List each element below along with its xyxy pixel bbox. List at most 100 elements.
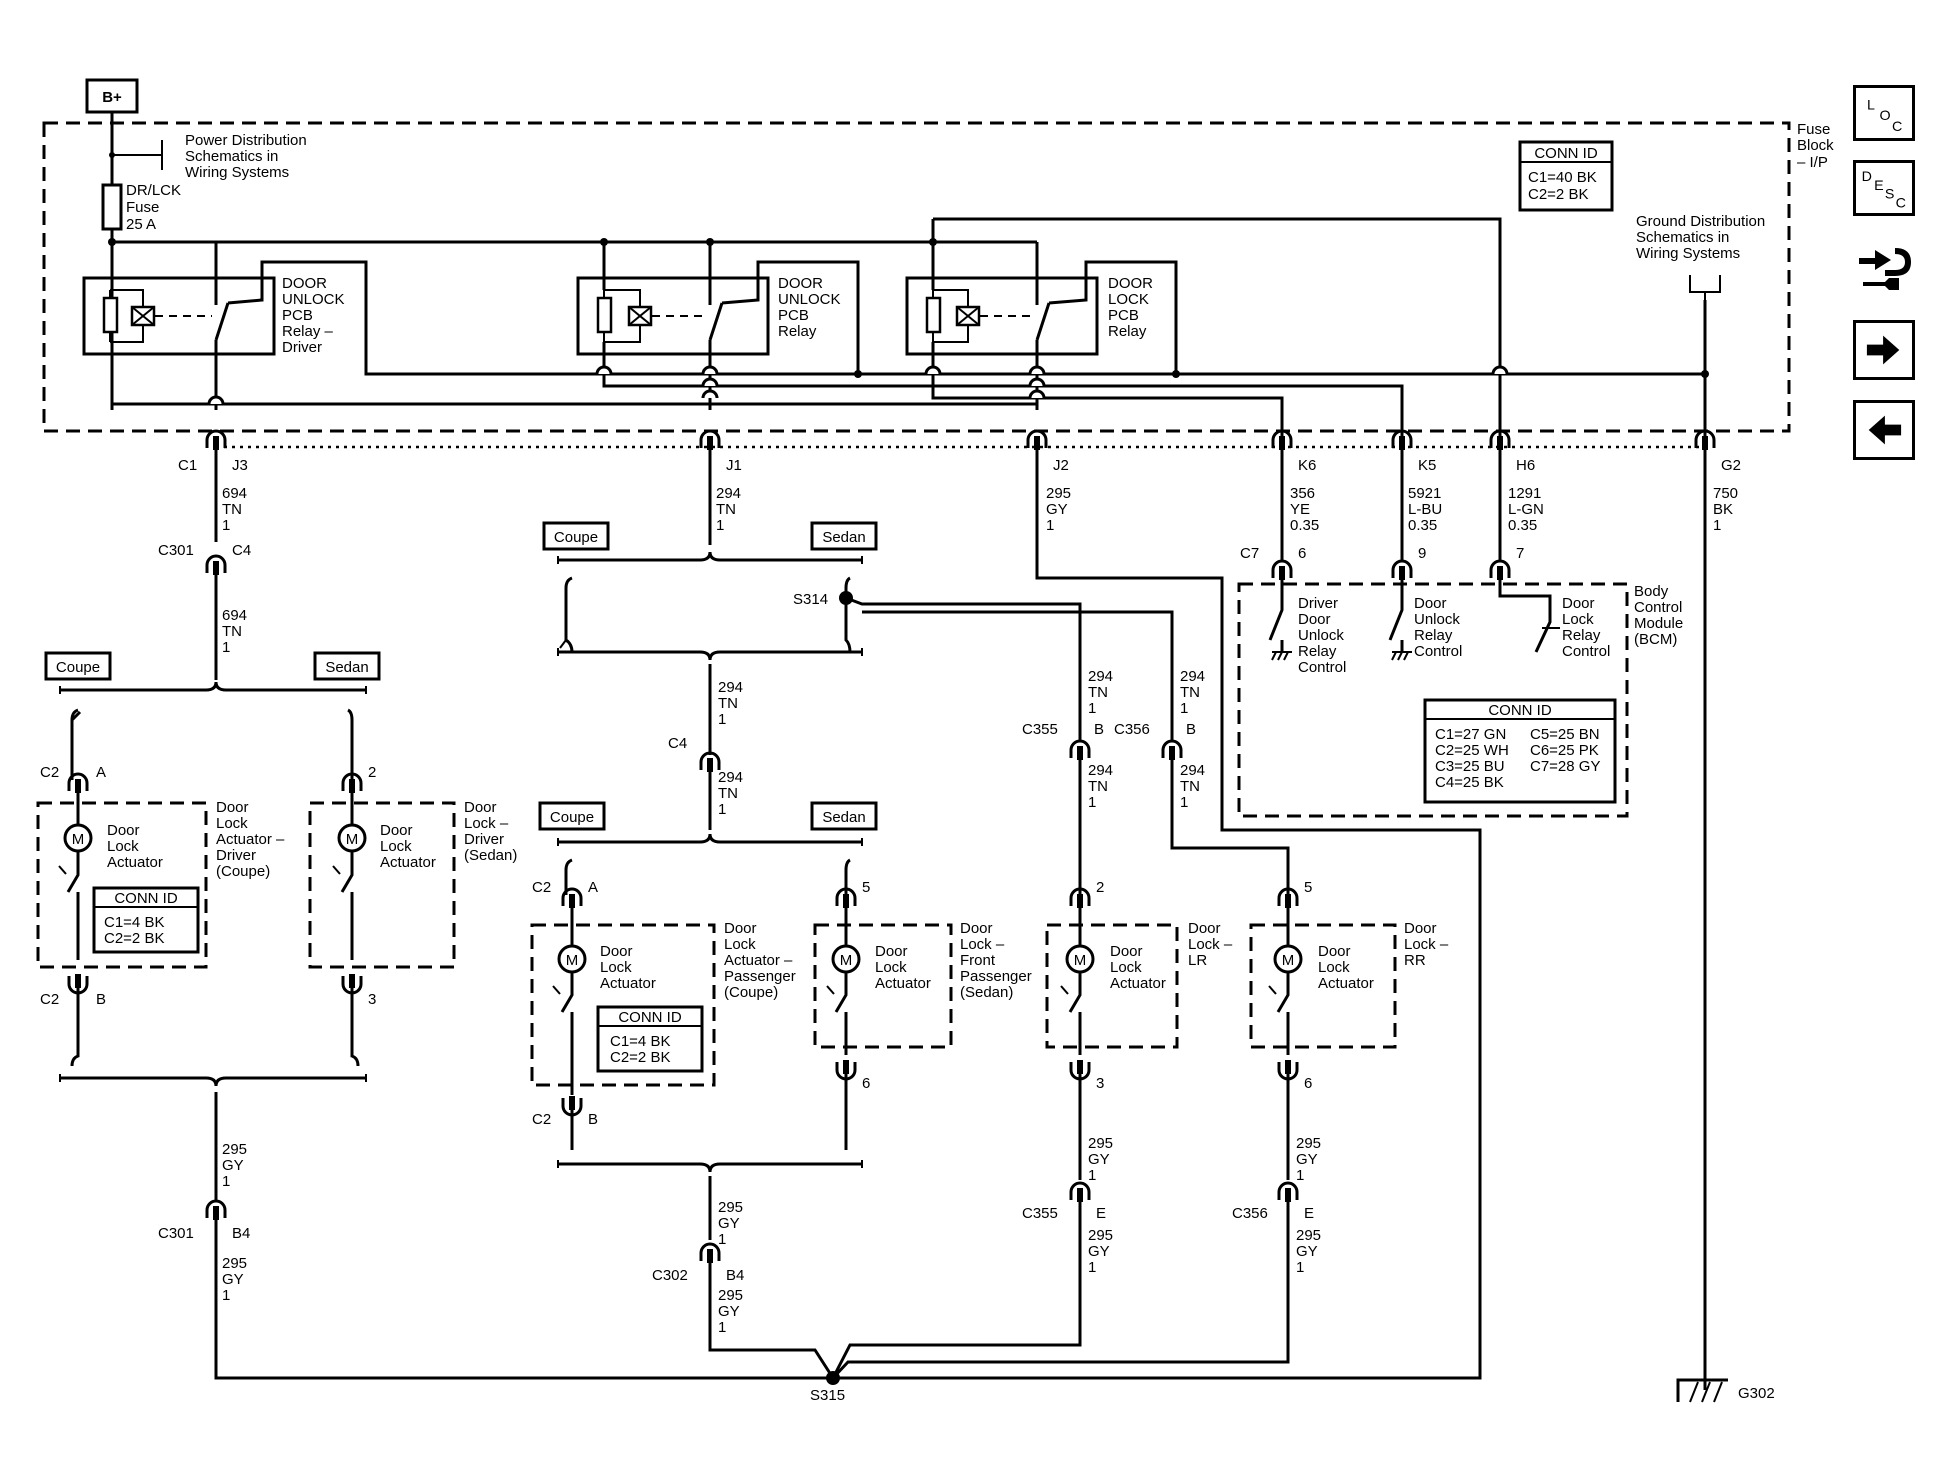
svg-text:6: 6: [1304, 1075, 1312, 1092]
svg-text:Door: Door: [1298, 611, 1331, 628]
svg-text:C1=27 GN: C1=27 GN: [1435, 726, 1506, 743]
svg-text:Door: Door: [960, 920, 993, 937]
arrow-left-icon: [1868, 415, 1902, 445]
svg-text:B: B: [96, 991, 106, 1008]
svg-text:(Sedan): (Sedan): [464, 847, 517, 864]
svg-text:295: 295: [718, 1287, 743, 1304]
svg-text:Lock –: Lock –: [1188, 936, 1233, 953]
svg-text:C355: C355: [1022, 1205, 1058, 1222]
svg-text:CONN ID: CONN ID: [618, 1009, 682, 1026]
svg-text:Lock: Lock: [1562, 611, 1594, 628]
svg-text:694: 694: [222, 485, 247, 502]
svg-text:294: 294: [1180, 668, 1205, 685]
location-button[interactable]: L O C: [1853, 85, 1915, 141]
svg-text:Door: Door: [1188, 920, 1221, 937]
svg-text:GY: GY: [222, 1271, 244, 1288]
fuse-label: DR/LCK Fuse 25 A: [126, 182, 181, 233]
svg-text:GY: GY: [222, 1157, 244, 1174]
svg-text:1: 1: [1713, 517, 1721, 534]
svg-text:C4=25 BK: C4=25 BK: [1435, 774, 1504, 791]
svg-text:M: M: [566, 952, 579, 969]
svg-text:1: 1: [718, 1231, 726, 1248]
fuse-block-conn-id: CONN ID C1=40 BK C2=2 BK: [1518, 140, 1614, 212]
svg-text:1: 1: [222, 1287, 230, 1304]
sedan-option-2: Sedan: [810, 521, 878, 551]
svg-text:294: 294: [1088, 668, 1113, 685]
svg-text:(Coupe): (Coupe): [724, 984, 778, 1001]
svg-text:B: B: [588, 1111, 598, 1128]
svg-text:Door: Door: [1318, 943, 1351, 960]
svg-text:1: 1: [718, 1319, 726, 1336]
svg-text:L-GN: L-GN: [1508, 501, 1544, 518]
svg-text:O: O: [1880, 108, 1891, 124]
diagnostic-tools-icon[interactable]: [1855, 238, 1915, 298]
svg-text:Relay: Relay: [1108, 323, 1147, 340]
svg-text:C356: C356: [1114, 721, 1150, 738]
svg-text:TN: TN: [1088, 684, 1108, 701]
svg-text:K6: K6: [1298, 457, 1316, 474]
svg-text:Control: Control: [1562, 643, 1610, 660]
svg-text:295: 295: [1088, 1227, 1113, 1244]
svg-text:YE: YE: [1290, 501, 1310, 518]
svg-text:Actuator: Actuator: [875, 975, 931, 992]
svg-text:G2: G2: [1721, 457, 1741, 474]
svg-text:M: M: [1282, 952, 1295, 969]
svg-text:1: 1: [1046, 517, 1054, 534]
svg-text:Front: Front: [960, 952, 996, 969]
svg-text:C: C: [1896, 196, 1906, 212]
svg-text:Lock –: Lock –: [1404, 936, 1449, 953]
svg-text:Passenger: Passenger: [724, 968, 796, 985]
next-page-button[interactable]: [1853, 320, 1915, 380]
svg-text:C301: C301: [158, 1225, 194, 1242]
passenger-sedan-actuator-box: [813, 923, 953, 1049]
svg-text:J1: J1: [726, 457, 742, 474]
passenger-coupe-actuator-box: [530, 923, 716, 1087]
svg-text:3: 3: [368, 991, 376, 1008]
svg-text:5: 5: [1304, 879, 1312, 896]
svg-text:9: 9: [1418, 545, 1426, 562]
svg-text:1: 1: [222, 1173, 230, 1190]
svg-text:B: B: [1094, 721, 1104, 738]
arrow-right-icon: [1866, 335, 1900, 365]
driver-sedan-actuator-box: [308, 801, 456, 969]
svg-text:Control: Control: [1634, 599, 1682, 616]
svg-text:Sedan: Sedan: [325, 659, 368, 676]
svg-text:GY: GY: [1046, 501, 1068, 518]
svg-text:C4: C4: [232, 542, 251, 559]
svg-text:295: 295: [1088, 1135, 1113, 1152]
bcm-title: Body Control Module (BCM): [1634, 583, 1683, 648]
description-button[interactable]: D E S C: [1853, 160, 1915, 216]
svg-text:B4: B4: [232, 1225, 250, 1242]
svg-text:C2=2 BK: C2=2 BK: [1528, 186, 1588, 203]
svg-text:Lock: Lock: [1318, 959, 1350, 976]
svg-text:E: E: [1096, 1205, 1106, 1222]
svg-text:1: 1: [1088, 700, 1096, 717]
svg-text:RR: RR: [1404, 952, 1426, 969]
svg-text:25 A: 25 A: [126, 216, 156, 233]
svg-text:Actuator –: Actuator –: [216, 831, 285, 848]
svg-text:Driver: Driver: [216, 847, 256, 864]
previous-page-button[interactable]: [1853, 400, 1915, 460]
svg-text:Door: Door: [600, 943, 633, 960]
svg-text:294: 294: [1180, 762, 1205, 779]
sedan-option-1: Sedan: [313, 651, 381, 681]
svg-text:0.35: 0.35: [1290, 517, 1319, 534]
svg-text:Door: Door: [464, 799, 497, 816]
svg-text:C1=4 BK: C1=4 BK: [104, 914, 164, 931]
battery-plus-box: B+: [85, 78, 139, 114]
svg-text:L: L: [1867, 97, 1875, 113]
ground-distribution-note: Ground Distribution Schematics in Wiring…: [1636, 213, 1765, 262]
